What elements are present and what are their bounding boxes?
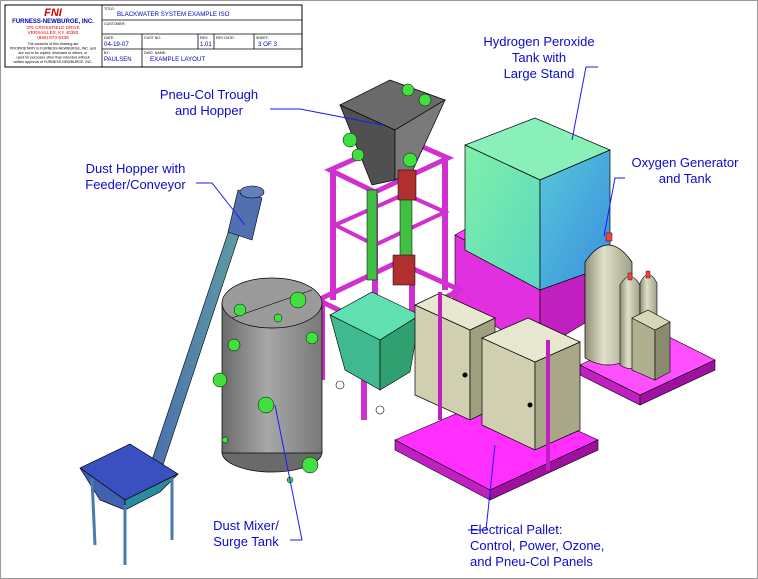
- disclaimer-line: PROPRIETARY to FURNESS-NEWBURGE, INC. an…: [10, 47, 96, 51]
- company-name: FURNESS-NEWBURGE, INC.: [12, 19, 94, 25]
- rev-label: REV:: [200, 36, 208, 40]
- company-monogram: FNI: [44, 7, 63, 19]
- disclaimer-line: written approval of FURNESS-NEWBURGE, IN…: [13, 60, 92, 64]
- dust-mixer-tank: [212, 277, 323, 484]
- company-address-1: 376 CROSSFIELD DRIVE: [26, 25, 80, 30]
- callout-electrical-pallet: Electrical Pallet: Control, Power, Ozone…: [470, 522, 605, 569]
- hydrogen-peroxide-tank: [454, 117, 611, 351]
- company-phone: (859) 873-5338: [37, 35, 69, 40]
- cust-no-label: CUST NO:: [144, 36, 161, 40]
- leader-lines: [196, 66, 625, 541]
- sheet-value: 3 OF 3: [258, 41, 277, 48]
- rev-date-label: REV DATE:: [216, 36, 235, 40]
- callout-oxygen-generator: Oxygen Generator and Tank: [631, 155, 739, 186]
- leader-dust-mixer: [274, 404, 303, 541]
- title-label: TITLE:: [104, 7, 115, 11]
- customer-label: CUSTOMER:: [104, 22, 126, 26]
- disclaimer-line: The contents of this drawing are: [27, 42, 78, 46]
- sheet-label: SHEET:: [256, 36, 269, 40]
- callout-dust-hopper: Dust Hopper with Feeder/Conveyor: [85, 161, 186, 192]
- callout-dust-mixer: Dust Mixer/ Surge Tank: [213, 518, 279, 549]
- by-label: BY:: [104, 51, 110, 55]
- disclaimer-line: are not to be copied, disclosed to other…: [19, 51, 89, 55]
- date-value: 04-19-07: [104, 41, 129, 48]
- title-block: FNI FURNESS-NEWBURGE, INC. 376 CROSSFIEL…: [4, 4, 303, 68]
- disclaimer-line: used for purposes other than intended wi…: [16, 56, 89, 60]
- title-value: BLACKWATER SYSTEM EXAMPLE ISO: [117, 11, 230, 18]
- dust-hopper-conveyor: [79, 185, 265, 565]
- leader-electrical: [468, 444, 496, 531]
- callout-hydrogen-peroxide: Hydrogen Peroxide Tank with Large Stand: [483, 34, 595, 81]
- oxygen-generator: [579, 232, 716, 406]
- callout-pneu-col: Pneu-Col Trough and Hopper: [159, 87, 259, 118]
- leader-dust-hopper: [196, 182, 246, 226]
- dwg-name-label: DWG. NAME:: [144, 51, 166, 55]
- date-label: DATE:: [104, 36, 114, 40]
- rev-value: 1.01: [200, 42, 212, 48]
- leader-pneucol: [270, 108, 384, 126]
- company-address-2: VERSAILLES, KY 40383: [28, 30, 79, 35]
- dwg-name-value: EXAMPLE LAYOUT: [150, 56, 205, 63]
- by-value: PAULSEN: [104, 57, 132, 63]
- electrical-pallet: [394, 292, 599, 501]
- leader-hydrogen: [571, 66, 598, 141]
- leader-oxygen: [603, 177, 625, 237]
